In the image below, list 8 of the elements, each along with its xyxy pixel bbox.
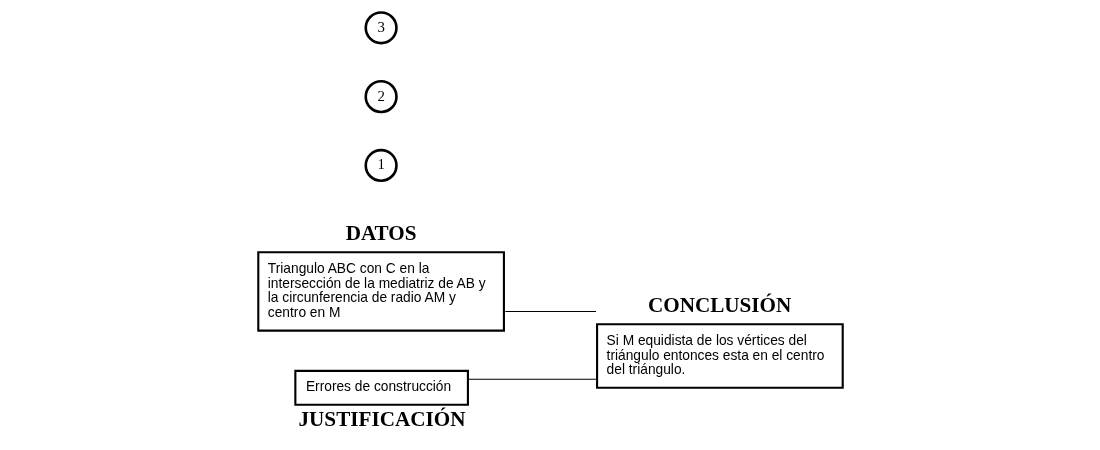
connector (504, 311, 596, 313)
node-label: JUSTIFICACIÓN (298, 406, 465, 431)
node-circle: 1 (363, 148, 398, 183)
node-circle: 2 (363, 79, 398, 114)
node-label: DATOS (345, 220, 417, 245)
node-circle: 3 (363, 11, 398, 45)
node-label: CONCLUSIÓN (647, 292, 791, 317)
connector (467, 378, 596, 380)
